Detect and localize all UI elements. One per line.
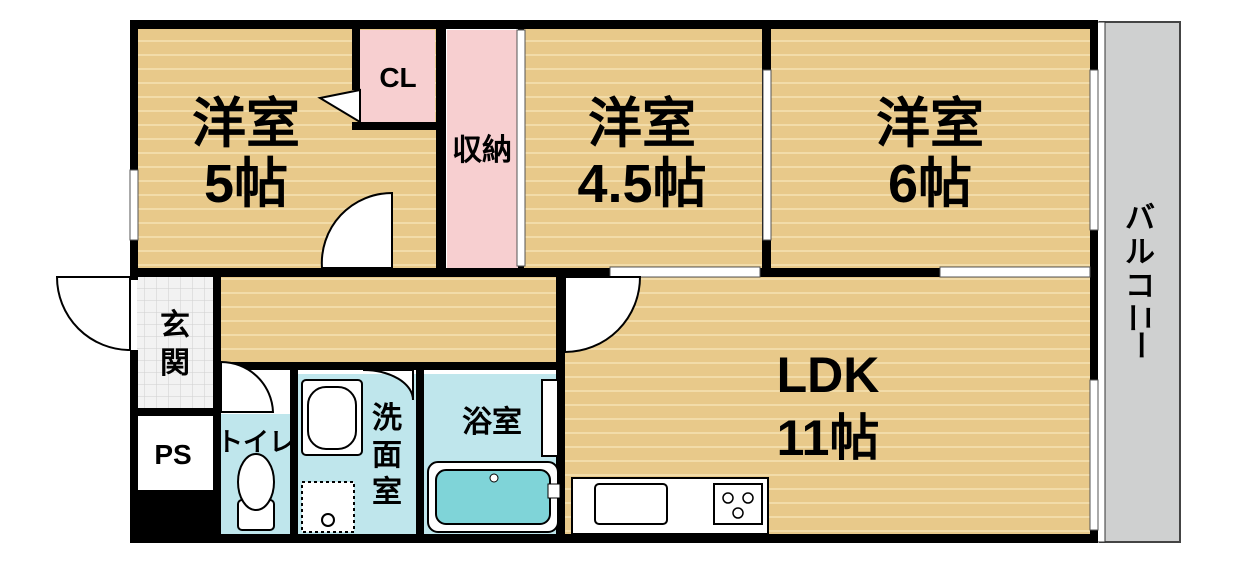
storage-floor <box>447 30 519 268</box>
toilet-icon <box>237 453 275 531</box>
entrance-label-2: 関 <box>160 347 190 380</box>
room-labels: 洋室 5帖 洋室 4.5帖 洋室 6帖 LDK 11帖 CL 収納 玄 関 PS… <box>154 62 1156 509</box>
balcony-label-3: コ <box>1125 270 1155 303</box>
balcony-label-1: バ <box>1125 202 1155 235</box>
stove-icon <box>713 483 763 525</box>
room-western-45-size: 4.5帖 <box>577 154 706 214</box>
room-ldk-name: LDK <box>777 347 880 403</box>
hallway-floor <box>220 276 560 370</box>
ps-floor <box>137 416 209 492</box>
room-western-45-floor <box>522 28 768 270</box>
storage-label: 収納 <box>452 134 512 167</box>
washer-icon <box>301 481 355 533</box>
balcony-label-5: ー <box>1123 330 1156 360</box>
room-ldk-size: 11帖 <box>777 410 880 466</box>
bathtub-icon <box>427 461 561 533</box>
bath-mirror-bar <box>541 379 559 457</box>
balcony <box>1094 21 1181 543</box>
room-western-45-name: 洋室 <box>588 94 696 154</box>
balcony-label-2: ル <box>1125 236 1155 269</box>
washroom-label-1: 洗 <box>372 402 402 435</box>
room-western-6-floor <box>768 28 1094 270</box>
closet-label: CL <box>379 62 416 93</box>
ps-label: PS <box>154 439 191 470</box>
bathroom-label: 浴室 <box>462 405 522 439</box>
room-western-5-name: 洋室 <box>192 94 300 154</box>
toilet-label: トイレ <box>217 427 295 457</box>
closet-floor <box>360 30 435 122</box>
washroom-label-3: 室 <box>372 475 402 509</box>
room-western-5-size: 5帖 <box>204 154 288 214</box>
entrance-floor <box>137 276 217 412</box>
windows <box>129 29 1099 531</box>
entrance-label-1: 玄 <box>160 308 190 342</box>
room-western-6-name: 洋室 <box>876 94 984 154</box>
room-western-6-size: 6帖 <box>888 154 972 214</box>
door-swing-icon <box>55 88 642 413</box>
washroom-label-2: 面 <box>372 439 402 472</box>
balcony-label-4: ニ <box>1123 303 1156 333</box>
